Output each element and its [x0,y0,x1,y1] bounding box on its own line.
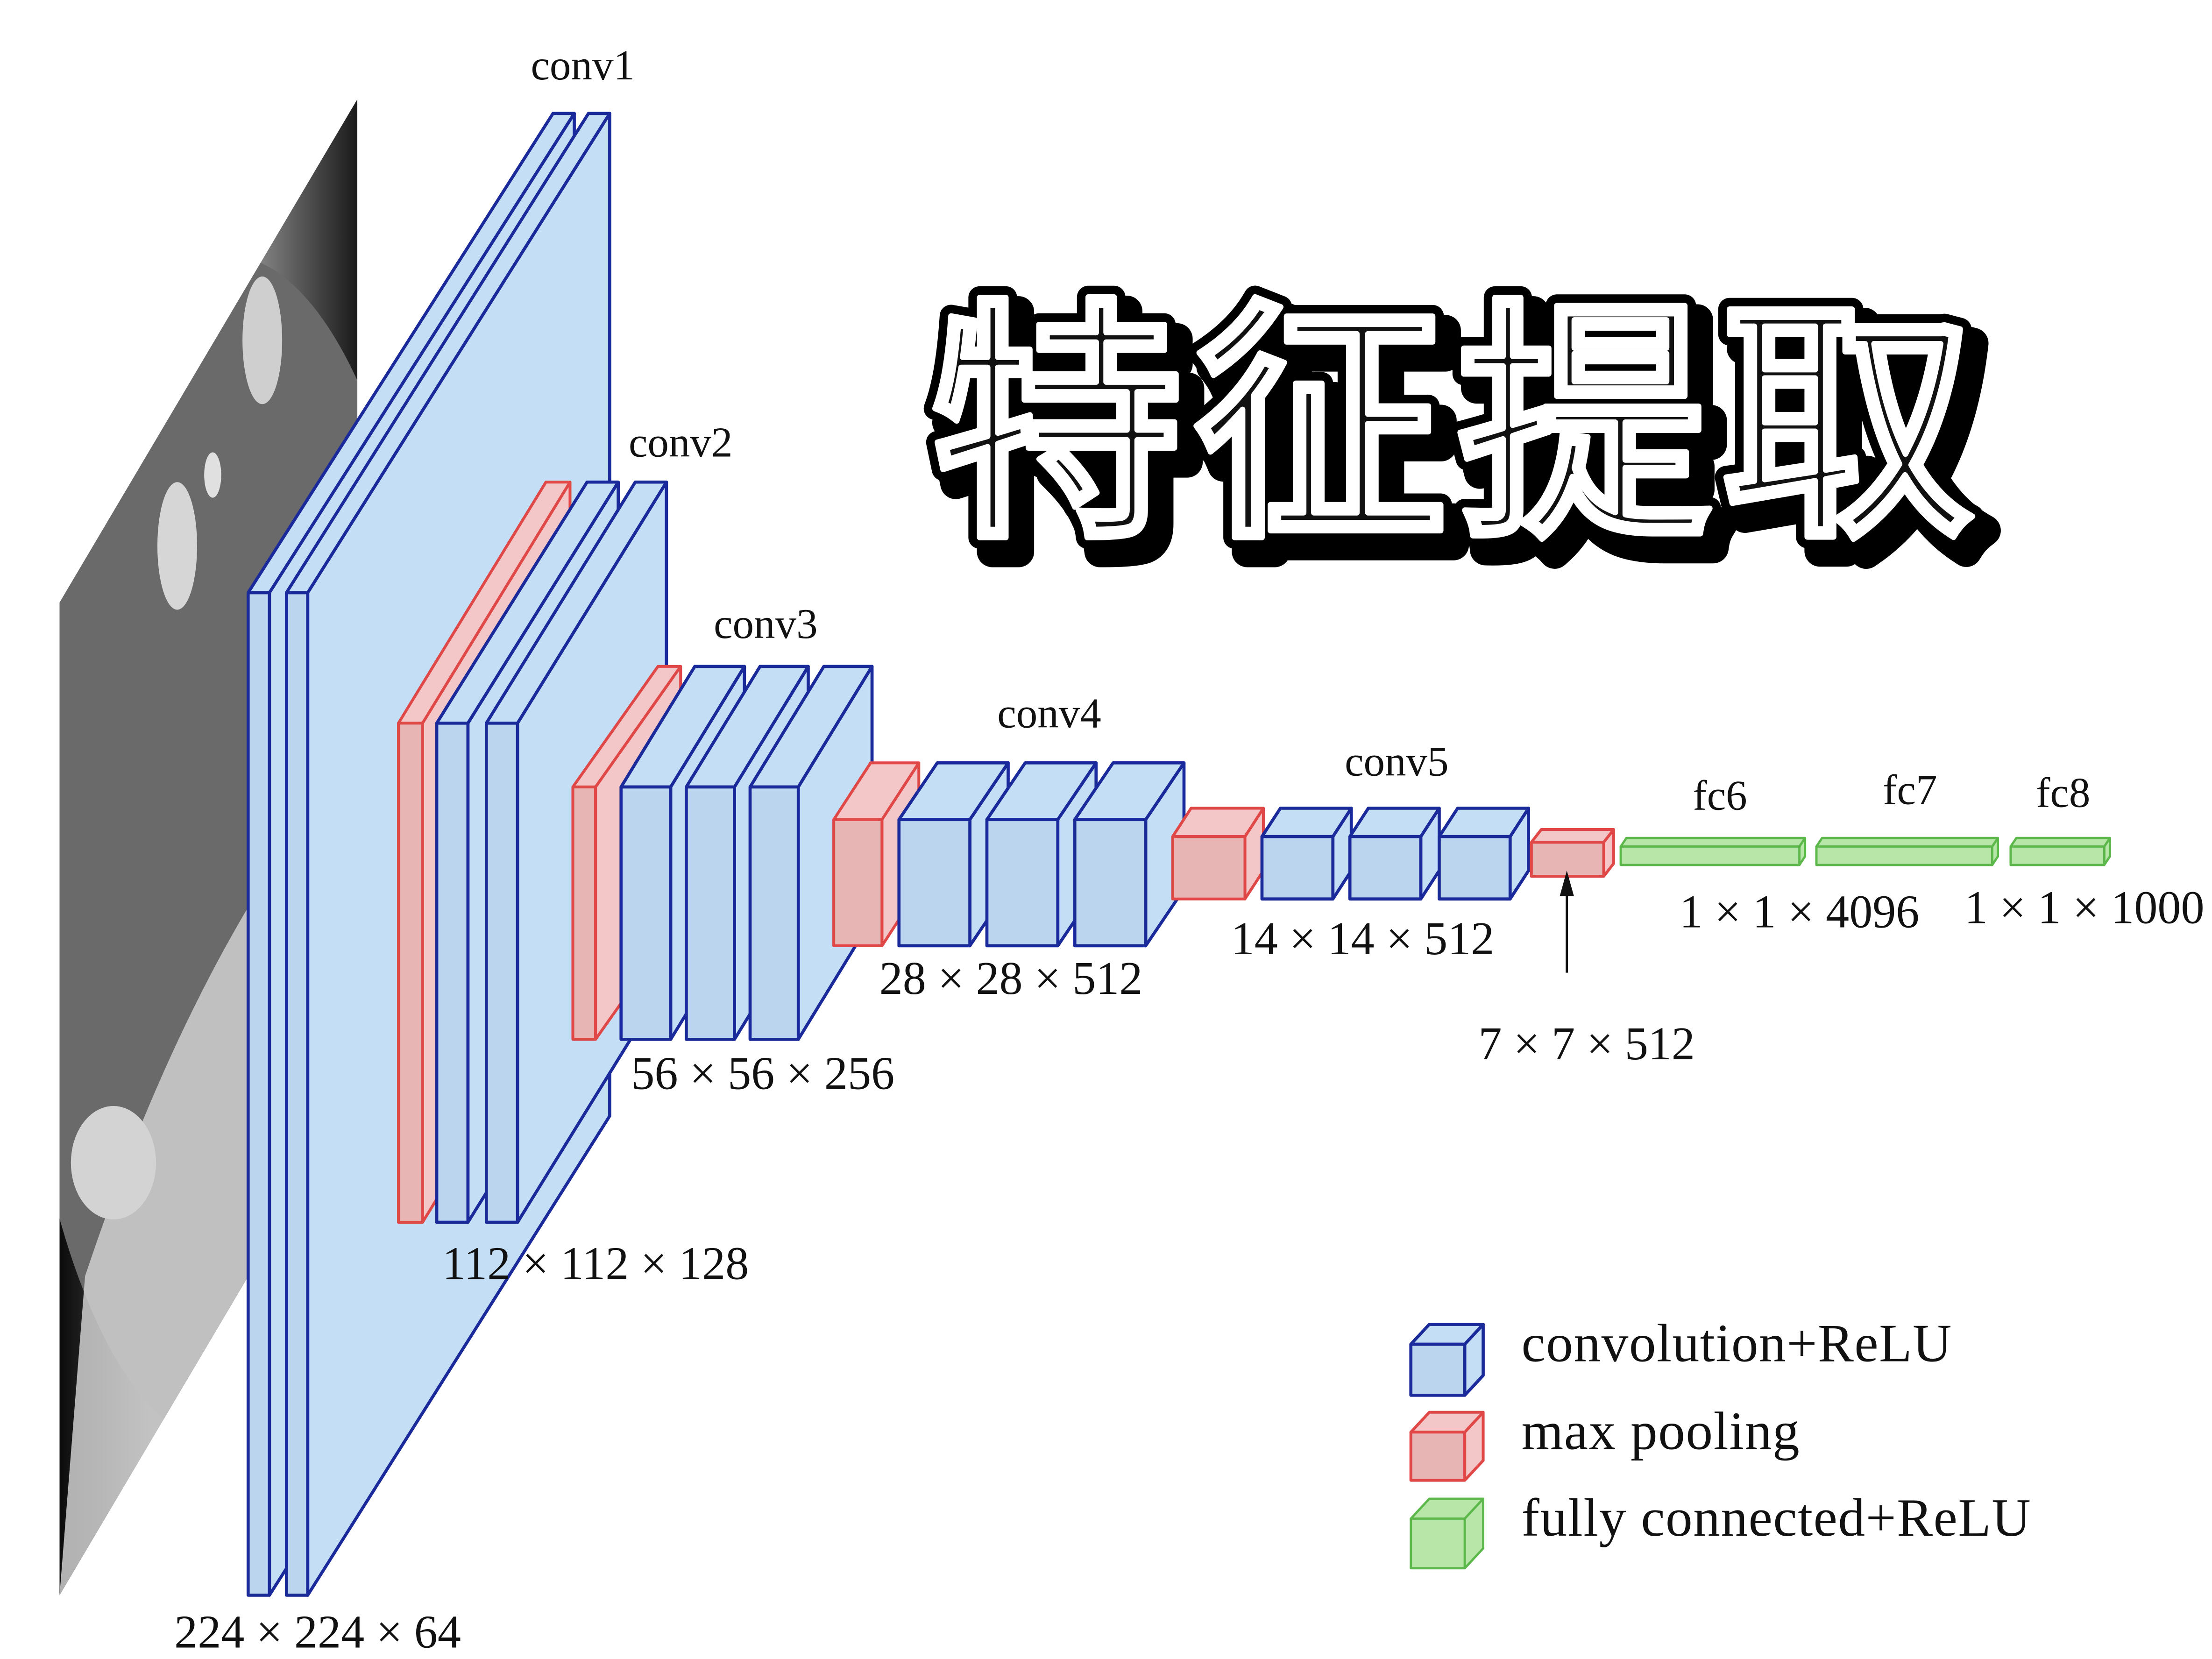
fc7-bar-top [1815,837,1999,848]
conv3-slab-2-front [685,785,736,1041]
conv4-dims: 28 × 28 × 512 [879,952,1143,1004]
legend-label-conv: convolution+ReLU [1522,1313,1952,1373]
title: 特征提取 特征提取 特征提取 [919,268,2002,603]
conv3-pool-front [571,785,597,1041]
fc7-dims: 1 × 1 × 4096 [1680,886,1920,937]
legend-label-fc: fully connected+ReLU [1522,1488,2032,1547]
fc-cube-icon [1410,1497,1484,1570]
conv5-dims: 14 × 14 × 512 [1231,913,1495,964]
fc7-bar-front [1815,845,1993,866]
conv5-slab-3 [1438,807,1531,901]
conv1-slab-2-front [284,591,310,1597]
fc8-bar [2009,837,2111,866]
conv5-pool [1171,807,1265,900]
conv2-dims: 112 × 112 × 128 [442,1237,749,1289]
legend-label-pool: max pooling [1522,1401,1801,1461]
conv2-pool-front [397,722,424,1224]
fc7-label: fc7 [1883,766,1937,813]
fc6-bar-front [1619,845,1801,866]
pool5-dims: 7 × 7 × 512 [1478,1018,1695,1070]
conv5-slab-3-front [1438,835,1512,901]
fc8-dims: 1 × 1 × 1000 [1964,881,2205,933]
conv4-label: conv4 [997,689,1101,737]
title-outline: 特征提取 [930,279,1985,573]
conv1-label: conv1 [531,42,635,89]
conv2-label: conv2 [629,419,733,466]
conv4-slab-2-front [985,818,1060,948]
legend: convolution+ReLU max pooling fully conne… [1409,1313,2032,1570]
conv5-slab-2 [1348,807,1441,901]
legend-item-pool: max pooling [1409,1401,1801,1482]
conv5-pool-front [1171,835,1247,900]
conv-cube-icon [1409,1323,1485,1397]
conv1-slab-1-front [246,591,271,1597]
legend-pool-cube [1409,1411,1485,1482]
conv5-slab-2-front [1348,835,1423,901]
fc6-label: fc6 [1693,772,1747,819]
layer-blocks [246,112,2111,1597]
conv4-slab-3-front [1073,818,1148,948]
conv3-slab-1-front [619,785,673,1041]
fc6-bar [1619,837,1807,866]
conv5-slab-1 [1260,807,1353,901]
conv3-dims: 56 × 56 × 256 [631,1048,894,1099]
legend-item-conv: convolution+ReLU [1409,1313,1952,1397]
fc7-bar [1815,837,1999,866]
conv4-pool-front [832,818,884,947]
pool-cube-icon [1409,1411,1485,1482]
conv5-slab-1-front [1260,835,1335,901]
conv1-dims: 224 × 224 × 64 [174,1606,461,1658]
fc8-bar-front [2009,845,2106,866]
fc8-bar-top [2009,837,2111,848]
conv4-slab-1-front [897,818,971,948]
conv3-slab-3-front [748,785,800,1041]
title-shadow: 特征提取 [943,293,1998,587]
conv5-label: conv5 [1345,738,1449,785]
fc8-label: fc8 [2036,769,2090,816]
legend-fc-cube [1410,1497,1484,1570]
pool5-block [1530,828,1615,878]
legend-conv-cube [1409,1323,1485,1397]
fc6-bar-top [1619,837,1807,848]
pool5-block-front [1530,841,1605,878]
pool5-block-top [1530,828,1615,844]
legend-fc-cube-front [1410,1517,1466,1570]
conv2-slab-2-front [484,721,519,1224]
legend-pool-cube-front [1409,1431,1467,1482]
conv2-slab-1-front [435,721,470,1224]
legend-item-fc: fully connected+ReLU [1410,1488,2032,1570]
title-text: 特征提取 [930,279,1985,573]
conv3-label: conv3 [714,600,818,647]
pool5-arrow [1560,871,1574,973]
legend-conv-cube-front [1409,1342,1467,1397]
